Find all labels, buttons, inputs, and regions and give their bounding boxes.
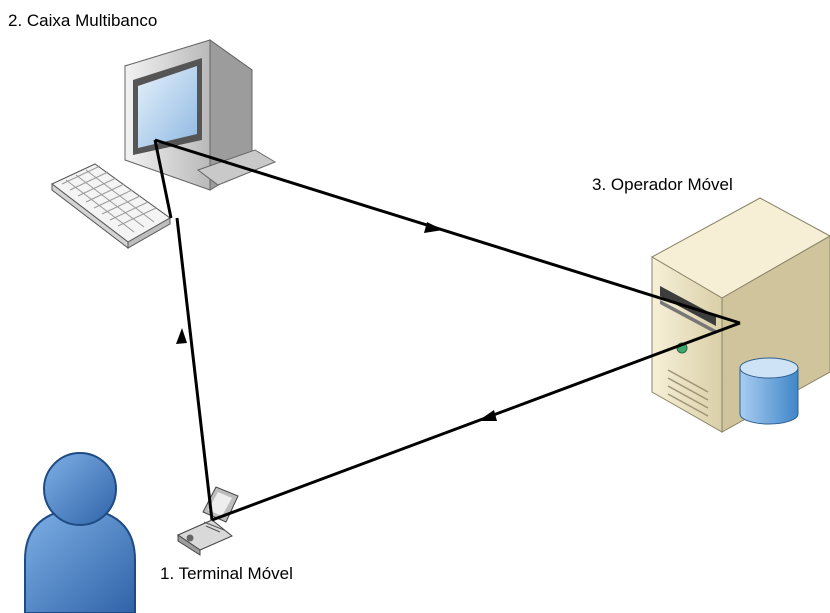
arrowhead-operator-to-terminal: [478, 410, 497, 421]
edge-atm-to-operator: [154, 138, 741, 325]
operator-node-label: 3. Operador Móvel: [592, 175, 733, 194]
atm-node-label: 2. Caixa Multibanco: [8, 11, 158, 30]
edge-operator-to-terminal: [211, 321, 741, 522]
terminal-node-label: 1. Terminal Móvel: [160, 564, 293, 583]
arrowhead-terminal-to-atm: [176, 328, 187, 344]
arrowhead-atm-to-operator: [424, 222, 443, 233]
user-person-icon: [24, 452, 136, 613]
edge-terminal-to-atm: [153, 139, 214, 521]
server-database-icon: [650, 197, 830, 433]
computer-workstation-icon: [51, 39, 277, 250]
database-icon: [739, 357, 799, 425]
keyboard-icon: [51, 163, 171, 250]
